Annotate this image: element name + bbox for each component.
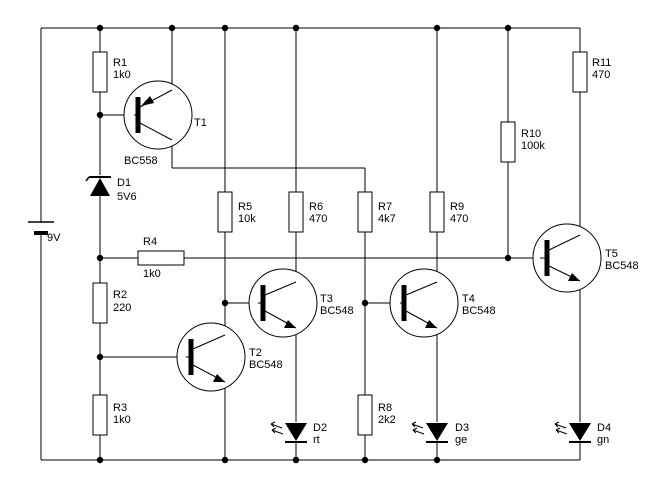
r8-value: 2k2: [378, 414, 396, 426]
r9-value: 470: [450, 213, 468, 225]
t4-ref: T4: [462, 293, 475, 305]
battery-label: 9V: [47, 232, 61, 244]
r11-ref: R11: [592, 57, 611, 69]
r9-ref: R9: [450, 201, 464, 213]
resistor-r3: R3 1k0: [92, 394, 131, 436]
r11-value: 470: [592, 69, 610, 81]
transistor-t4: T4 BC548: [389, 268, 496, 338]
d2-value: rt: [313, 434, 320, 446]
transistor-t3: T3 BC548: [248, 268, 354, 338]
r4-value: 1k0: [143, 268, 161, 280]
t5-emitter-arrow: [568, 273, 580, 281]
r7-ref: R7: [378, 201, 392, 213]
t2-ref: T2: [249, 347, 262, 359]
transistor-t2: T2 BC548: [176, 322, 283, 392]
r5-ref: R5: [238, 201, 252, 213]
transistor-t5: T5 BC548: [532, 223, 639, 293]
d1-ref: D1: [117, 177, 131, 189]
light-emission-icon: [411, 421, 425, 435]
r7-value: 4k7: [378, 213, 396, 225]
d3-value: ge: [455, 434, 467, 446]
t3-ref: T3: [320, 293, 333, 305]
light-emission-icon: [554, 421, 568, 435]
r5-value: 10k: [238, 213, 256, 225]
r4-ref: R4: [143, 236, 157, 248]
led-d3: D3 ge: [411, 421, 469, 446]
resistor-r9: R9 470: [429, 191, 468, 233]
d3-ref: D3: [455, 422, 469, 434]
r8-ref: R8: [378, 402, 392, 414]
light-emission-icon: [270, 421, 284, 435]
d1-value: 5V6: [117, 191, 137, 203]
transistor-t1: T1 BC558: [123, 80, 207, 167]
t2-emitter-arrow: [213, 374, 225, 382]
r10-ref: R10: [521, 128, 541, 140]
resistor-r11: R11 470: [572, 51, 611, 93]
t1-ref: T1: [194, 117, 207, 129]
r2-value: 220: [113, 302, 131, 314]
resistor-r10: R10 100k: [500, 121, 545, 163]
t3-value: BC548: [320, 305, 354, 317]
wires: [40, 27, 581, 461]
t2-value: BC548: [249, 359, 283, 371]
r3-ref: R3: [113, 402, 127, 414]
r2-ref: R2: [113, 289, 127, 301]
battery-9v: 9V: [28, 221, 61, 244]
resistor-r6: R6 470: [288, 191, 327, 233]
t5-value: BC548: [605, 260, 639, 272]
d4-ref: D4: [597, 422, 611, 434]
resistor-r1: R1 1k0: [92, 51, 131, 93]
led-d2: D2 rt: [270, 421, 327, 446]
zener-diode-d1: D1 5V6: [85, 176, 137, 203]
t3-emitter-arrow: [284, 320, 296, 328]
d2-ref: D2: [313, 422, 327, 434]
r6-ref: R6: [309, 201, 323, 213]
t5-ref: T5: [605, 248, 618, 260]
d4-value: gn: [597, 434, 609, 446]
resistor-r4: R4 1k0: [137, 236, 185, 280]
t1-emitter-arrow: [141, 96, 154, 106]
r10-value: 100k: [521, 140, 545, 152]
t4-value: BC548: [462, 305, 496, 317]
r6-value: 470: [309, 213, 327, 225]
resistor-r7: R7 4k7: [357, 191, 396, 233]
t1-value: BC558: [124, 155, 158, 167]
r1-ref: R1: [113, 57, 127, 69]
r3-value: 1k0: [113, 414, 131, 426]
t4-emitter-arrow: [425, 320, 437, 328]
led-d4: D4 gn: [554, 421, 611, 446]
resistor-r2: R2 220: [92, 282, 131, 324]
resistor-r5: R5 10k: [217, 191, 256, 233]
junctions: [96, 24, 512, 464]
resistor-r8: R8 2k2: [357, 394, 396, 436]
r1-value: 1k0: [113, 69, 131, 81]
